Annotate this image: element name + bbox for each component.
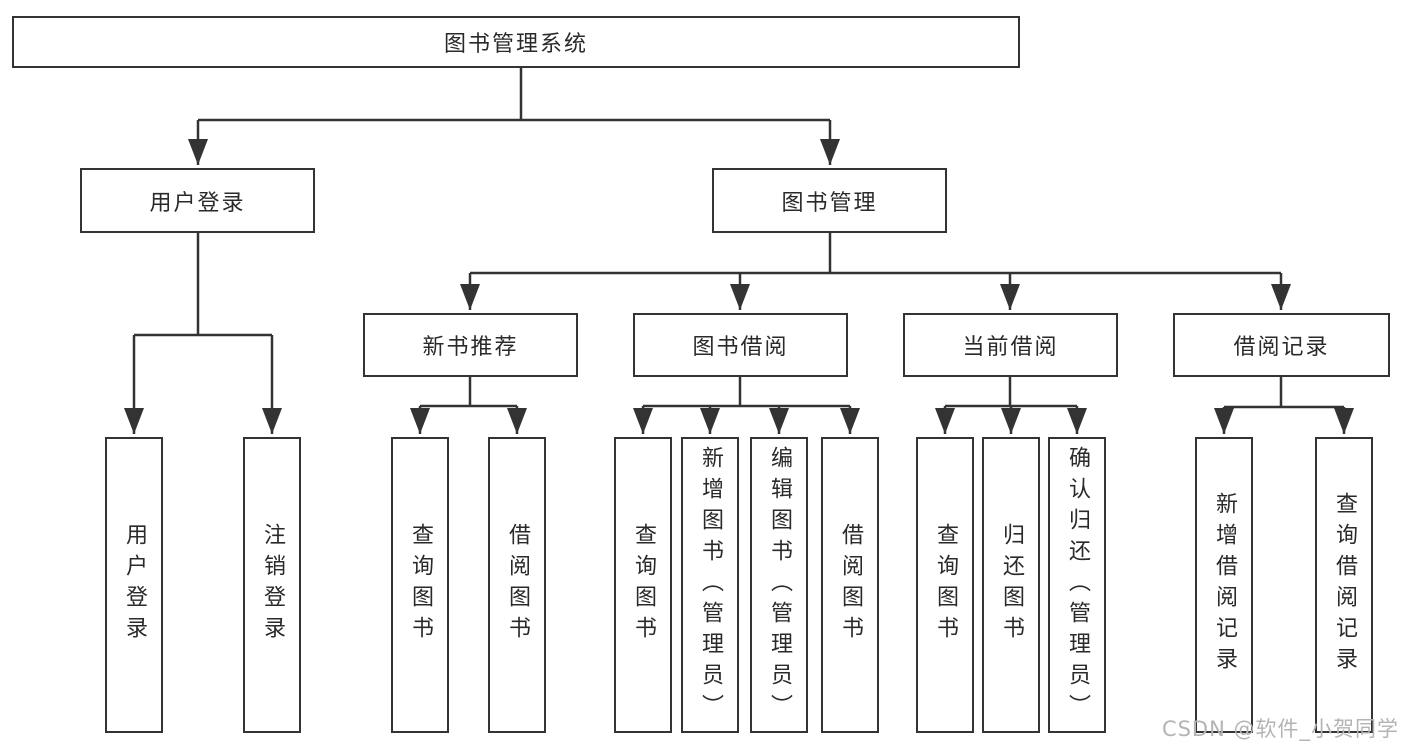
node-new-book-recommendation: 新书推荐 <box>363 313 578 377</box>
node-query-borrow-record: 查询借阅记录 <box>1315 437 1373 733</box>
node-borrow-books-recommend: 借阅图书 <box>488 437 546 733</box>
watermark: CSDN @软件_小贺同学 <box>1161 717 1399 741</box>
node-confirm-return-admin: 确认归还（管理员） <box>1048 437 1106 733</box>
node-edit-books-admin: 编辑图书（管理员） <box>750 437 808 733</box>
node-query-books-current: 查询图书 <box>916 437 974 733</box>
node-book-borrowing: 图书借阅 <box>633 313 848 377</box>
node-user-login-action: 用户登录 <box>105 437 163 733</box>
node-book-management-system: 图书管理系统 <box>12 16 1020 68</box>
node-book-management: 图书管理 <box>712 168 947 233</box>
node-query-books-borrow: 查询图书 <box>614 437 672 733</box>
node-query-books-recommend: 查询图书 <box>391 437 449 733</box>
node-borrowing-records: 借阅记录 <box>1173 313 1390 377</box>
node-add-books-admin: 新增图书（管理员） <box>681 437 739 733</box>
node-user-login: 用户登录 <box>80 168 315 233</box>
node-add-borrow-record: 新增借阅记录 <box>1195 437 1253 733</box>
node-current-borrowing: 当前借阅 <box>903 313 1118 377</box>
node-return-books: 归还图书 <box>982 437 1040 733</box>
node-borrow-books: 借阅图书 <box>821 437 879 733</box>
node-logout-action: 注销登录 <box>243 437 301 733</box>
